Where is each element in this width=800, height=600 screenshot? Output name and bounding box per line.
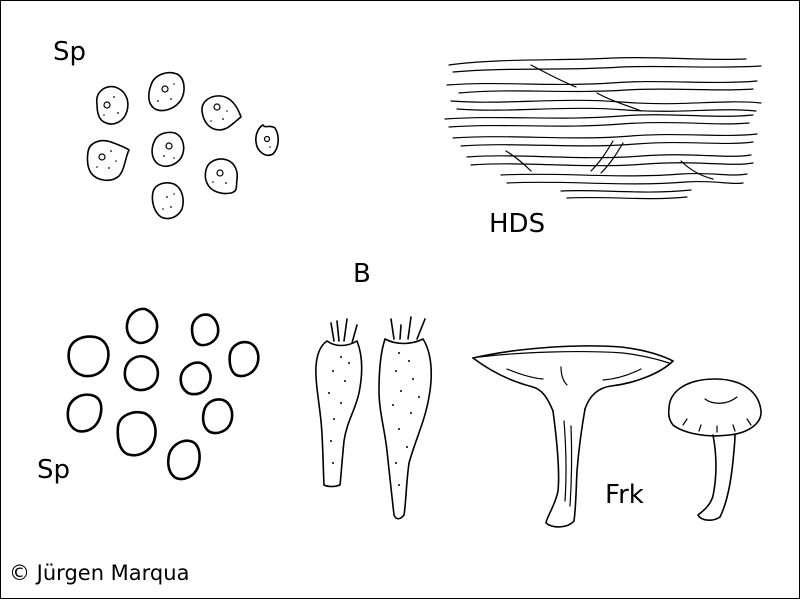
spore bbox=[190, 313, 220, 347]
copyright-notice: © Jürgen Marqua bbox=[9, 561, 190, 585]
spore bbox=[166, 439, 201, 481]
label-spores-bottom: Sp bbox=[37, 455, 71, 485]
spore-group-top bbox=[86, 71, 279, 220]
spore bbox=[179, 361, 212, 396]
spore bbox=[228, 340, 260, 378]
spore bbox=[95, 85, 129, 125]
spore bbox=[86, 139, 130, 182]
label-spores-top: Sp bbox=[53, 37, 87, 67]
spore bbox=[123, 355, 160, 392]
spore bbox=[67, 335, 110, 378]
fruitbody-section bbox=[472, 345, 674, 528]
spore bbox=[148, 71, 185, 112]
label-cuticle: HDS bbox=[489, 209, 546, 239]
spore bbox=[201, 95, 242, 131]
spore bbox=[201, 398, 234, 435]
spore bbox=[151, 131, 185, 167]
basidium bbox=[315, 318, 363, 488]
spore bbox=[151, 182, 184, 220]
basidium bbox=[378, 316, 433, 520]
label-basidia: B bbox=[353, 259, 371, 289]
spore bbox=[66, 393, 103, 433]
spore-group-bottom bbox=[66, 307, 260, 481]
spore bbox=[125, 307, 159, 345]
spore bbox=[255, 124, 279, 157]
label-fruitbodies: Frk bbox=[605, 480, 644, 510]
cuticle-hyphae bbox=[444, 56, 762, 200]
fruitbody-whole bbox=[667, 378, 762, 521]
spore bbox=[204, 158, 239, 195]
spore bbox=[116, 410, 157, 457]
